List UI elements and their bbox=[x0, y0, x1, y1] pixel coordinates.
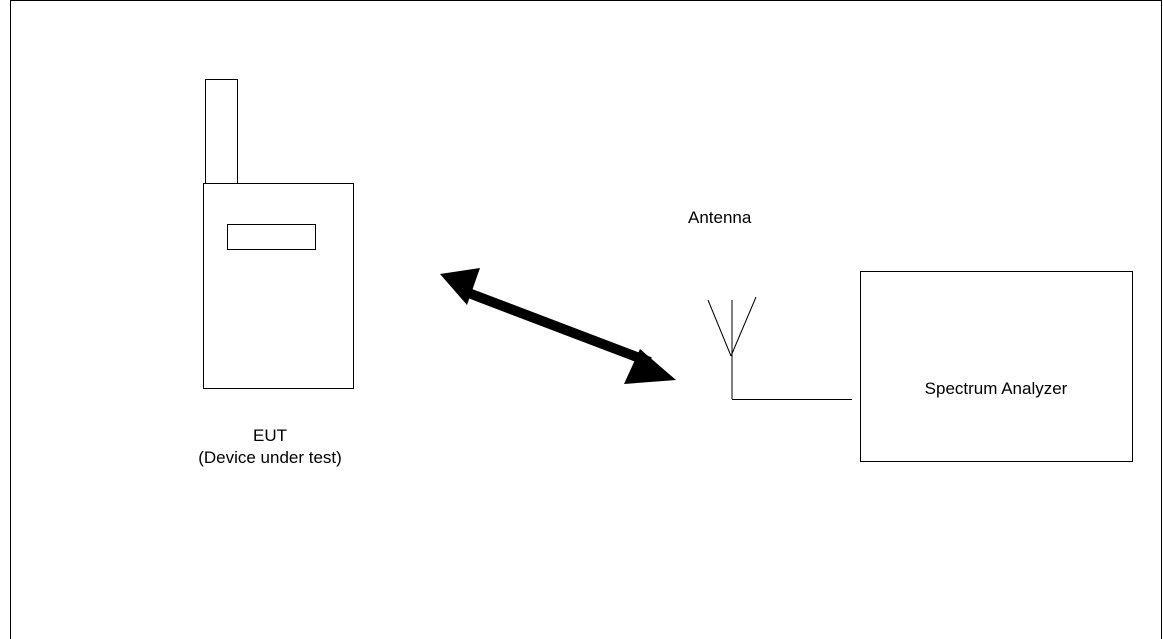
eut-title: EUT bbox=[253, 426, 287, 445]
spectrum-analyzer-label: Spectrum Analyzer bbox=[924, 379, 1068, 398]
antenna-symbol bbox=[707, 296, 852, 400]
eut-display bbox=[227, 224, 316, 250]
diagram-frame bbox=[10, 0, 1162, 639]
eut-device bbox=[203, 79, 354, 389]
eut-antenna-stub bbox=[205, 79, 238, 185]
arrowhead-left bbox=[440, 268, 480, 305]
signal-arrow bbox=[440, 268, 676, 384]
eut-body bbox=[203, 183, 354, 389]
eut-subtitle: (Device under test) bbox=[198, 448, 342, 467]
eut-label: EUT (Device under test) bbox=[150, 425, 390, 469]
spectrum-analyzer-box bbox=[860, 271, 1133, 462]
antenna-label: Antenna bbox=[688, 208, 752, 227]
arrowhead-right bbox=[624, 349, 676, 384]
